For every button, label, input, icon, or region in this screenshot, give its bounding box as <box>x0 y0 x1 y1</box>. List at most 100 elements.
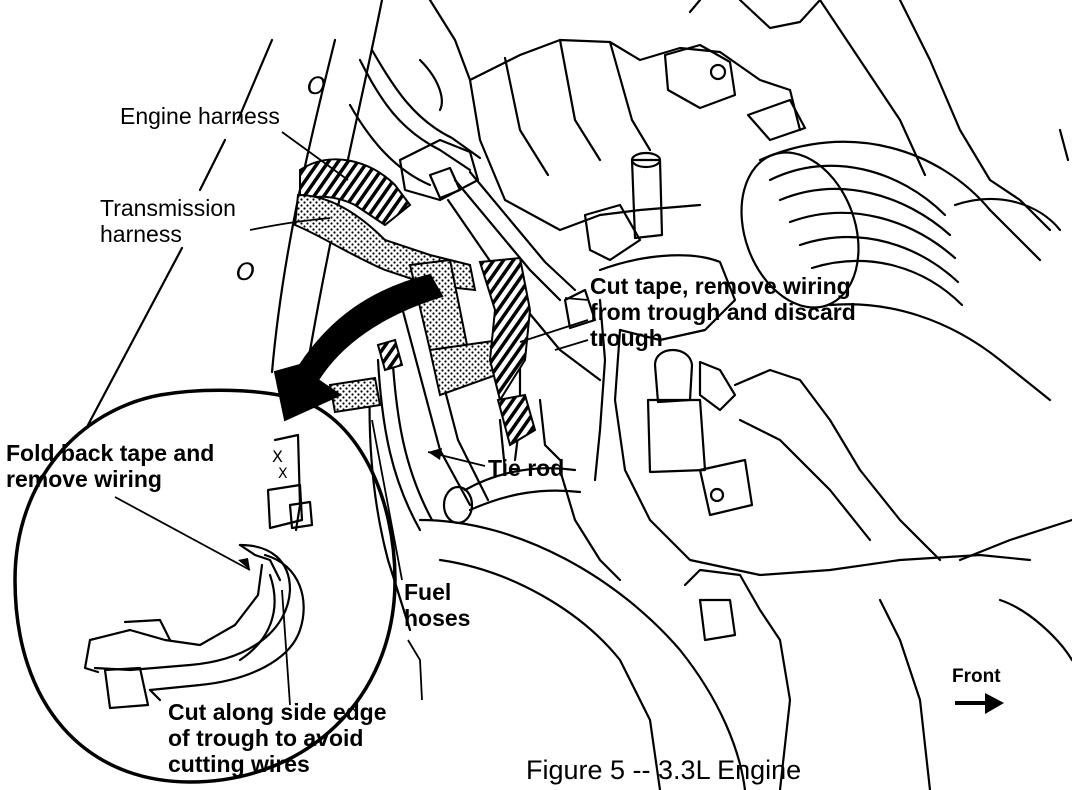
label-cut-tape-line2: from trough and discard <box>590 298 856 325</box>
pipe <box>463 467 577 492</box>
ghost-mark: O <box>307 72 326 100</box>
throttle-cable <box>446 198 602 382</box>
curved-arrow <box>273 273 444 422</box>
label-cut-along-line1: Cut along side edge <box>168 699 387 725</box>
leader-fuel-hoses <box>407 639 423 701</box>
guide-line <box>198 138 227 192</box>
guide-line <box>236 38 274 122</box>
trough-detail <box>93 543 292 672</box>
leader-transmission-harness <box>249 217 331 231</box>
engine-cover <box>558 38 602 162</box>
leader-cut-tape <box>554 339 589 351</box>
intake-tube-rib <box>798 236 960 284</box>
engine-block <box>613 328 1032 577</box>
engine-cover <box>688 0 702 14</box>
leader-cut-tape <box>564 297 589 301</box>
sensor <box>733 368 942 562</box>
fuel-hose <box>390 348 434 522</box>
engine-cover <box>818 0 927 177</box>
label-tie-rod-text: Tie rod <box>488 455 565 481</box>
intake-tube-rib <box>768 164 947 217</box>
label-fuel-hoses: Fuel hoses <box>404 579 471 632</box>
label-fuel-hoses-line1: Fuel <box>404 579 452 605</box>
pipe <box>468 489 582 512</box>
trough-detail <box>148 688 162 702</box>
connector <box>428 166 462 200</box>
engine-base <box>878 598 932 790</box>
figure-caption: Figure 5 -- 3.3L Engine <box>526 755 801 786</box>
corrugated-tube <box>478 256 532 403</box>
label-fold-back: Fold back tape and remove wiring <box>6 440 215 493</box>
label-tie-rod: Tie rod <box>488 455 565 482</box>
engine-base <box>998 598 1072 662</box>
wheel-well <box>438 558 662 790</box>
figure-caption-text: Figure 5 -- 3.3L Engine <box>526 755 802 785</box>
trough-detail <box>88 563 264 647</box>
guide-line <box>86 246 184 427</box>
label-fuel-hoses-line2: hoses <box>404 604 471 631</box>
intake-tube-rib <box>810 259 964 307</box>
leader-fuel-hoses <box>371 419 403 581</box>
bracket <box>698 458 754 517</box>
engine-part <box>558 468 622 582</box>
corrugated-tube <box>376 338 404 372</box>
throttle-cable <box>453 178 562 302</box>
trough-detail <box>266 483 304 530</box>
bolt <box>709 63 727 81</box>
tape-x-marks: X <box>278 466 288 482</box>
sensor <box>738 418 872 542</box>
label-transmission-harness: Transmission harness <box>100 195 236 248</box>
engine-cover <box>738 0 822 30</box>
pipe <box>593 298 607 482</box>
throttle-body <box>583 203 642 262</box>
label-transmission-line1: Transmission <box>100 195 236 221</box>
ghost-mark: O <box>236 258 255 286</box>
intake-tube-outline <box>758 140 1042 262</box>
leader-engine-harness <box>281 131 349 181</box>
harness-clip <box>563 288 597 330</box>
tie-rod-end <box>442 485 474 525</box>
fender-right <box>953 197 1062 232</box>
bracket <box>746 98 807 142</box>
intake-tube-rib <box>778 187 952 237</box>
label-cut-along-line2: of trough to avoid <box>168 724 364 751</box>
engine-block <box>598 254 737 342</box>
clip <box>698 360 737 412</box>
detail-circle <box>13 388 397 784</box>
trough-section <box>328 376 382 414</box>
trough-detail <box>83 638 100 674</box>
throttle-body <box>630 158 664 240</box>
front-arrowhead <box>985 693 1004 714</box>
trough-detail <box>238 543 282 582</box>
label-cut-tape: Cut tape, remove wiring from trough and … <box>590 273 856 351</box>
engine-base <box>683 568 792 790</box>
label-transmission-line2: harness <box>100 220 182 247</box>
tape-x-marks: X <box>272 447 283 466</box>
engine-part <box>698 598 737 642</box>
engine-cover <box>608 40 652 152</box>
trough-detail <box>148 553 305 692</box>
label-cut-along-line3: cutting wires <box>168 750 310 777</box>
reservoir <box>653 349 694 404</box>
trough-detail <box>273 433 302 532</box>
label-cut-along: Cut along side edge of trough to avoid c… <box>168 699 387 777</box>
label-cut-tape-line3: trough <box>590 324 663 351</box>
vacuum-hose <box>358 58 472 172</box>
reservoir <box>646 398 707 474</box>
intake-tube-rib <box>788 211 957 260</box>
corrugated-tube <box>496 393 537 447</box>
leader-arrowhead <box>238 558 250 570</box>
throttle-cable <box>468 170 577 292</box>
vacuum-hose <box>348 103 432 187</box>
label-front-text: Front <box>952 666 1001 687</box>
leader-cut-along <box>281 589 291 706</box>
label-cut-tape-line1: Cut tape, remove wiring <box>590 273 851 299</box>
leader-arrowhead <box>428 448 442 460</box>
bolt <box>709 487 725 503</box>
label-front: Front <box>952 666 1001 687</box>
vacuum-hose <box>418 58 443 112</box>
label-fold-back-line1: Fold back tape and <box>6 440 215 466</box>
trough-detail <box>123 618 172 642</box>
